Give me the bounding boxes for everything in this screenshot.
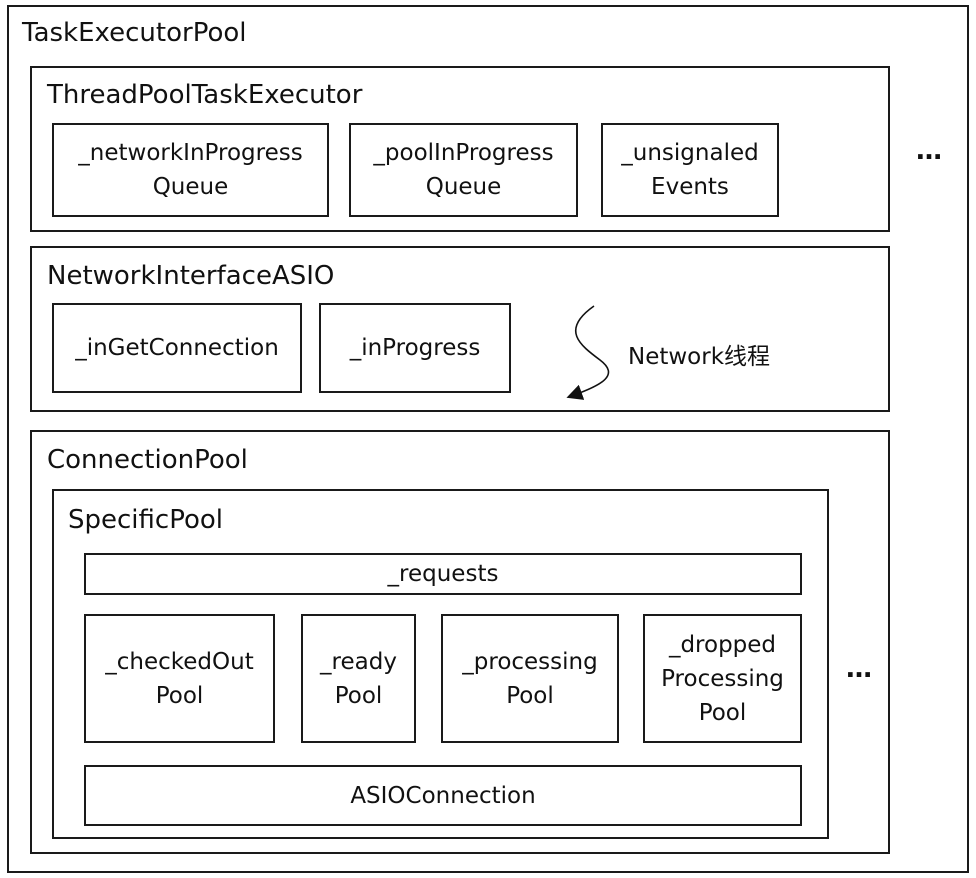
pool-in-progress-queue: _poolInProgress Queue [349, 123, 578, 217]
connection-pool-ellipsis: … [846, 654, 873, 684]
dropped-processing-pool: _dropped Processing Pool [643, 614, 802, 743]
thread-pool-task-executor-title: ThreadPoolTaskExecutor [47, 80, 363, 110]
checked-out-pool: _checkedOut Pool [84, 614, 275, 743]
asio-connection: ASIOConnection [84, 765, 802, 826]
in-progress: _inProgress [319, 303, 511, 393]
network-in-progress-queue: _networkInProgress Queue [52, 123, 329, 217]
in-get-connection: _inGetConnection [52, 303, 302, 393]
processing-pool: _processing Pool [441, 614, 619, 743]
network-interface-asio-title: NetworkInterfaceASIO [47, 261, 335, 291]
specific-pool-title: SpecificPool [68, 505, 223, 535]
outer-ellipsis: … [916, 136, 943, 166]
task-executor-pool-title: TaskExecutorPool [22, 18, 247, 48]
network-thread-label: Network线程 [628, 344, 771, 370]
unsignaled-events: _unsignaled Events [601, 123, 779, 217]
connection-pool-title: ConnectionPool [47, 445, 248, 475]
ready-pool: _ready Pool [301, 614, 416, 743]
requests: _requests [84, 553, 802, 595]
